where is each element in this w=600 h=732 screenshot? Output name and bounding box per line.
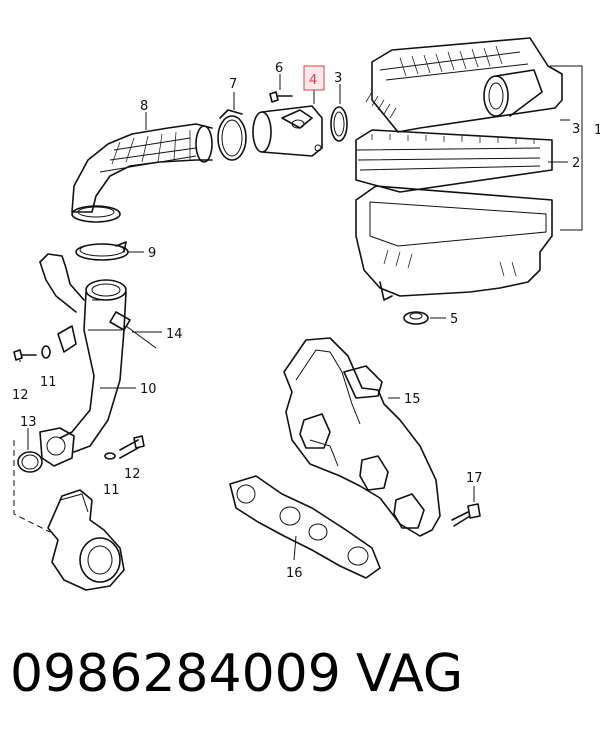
part-number: 0986284009 bbox=[10, 644, 341, 704]
callout-7: 7 bbox=[229, 77, 237, 92]
callout-5: 5 bbox=[450, 312, 458, 327]
callout-6: 6 bbox=[275, 61, 283, 76]
air-filter-element bbox=[355, 129, 553, 193]
exploded-parts-diagram: 1 2 3 3 4 5 6 7 8 9 10 11 11 12 12 13 14… bbox=[12, 37, 600, 591]
bolt-17 bbox=[451, 486, 481, 527]
callout-14: 14 bbox=[166, 327, 183, 342]
leader-lines bbox=[19, 74, 341, 450]
callout-3-assembly: 3 bbox=[572, 122, 580, 137]
group-brackets bbox=[548, 65, 583, 231]
air-filter-housing-lower bbox=[355, 185, 553, 301]
callout-2: 2 bbox=[572, 156, 580, 171]
hose-clamp-7 bbox=[217, 109, 247, 161]
callout-13: 13 bbox=[20, 415, 37, 430]
rubber-grommet bbox=[403, 311, 446, 325]
callout-9: 9 bbox=[148, 246, 156, 261]
callout-17: 17 bbox=[466, 471, 483, 486]
manifold-gasket bbox=[229, 475, 381, 579]
callout-11-left: 11 bbox=[40, 375, 57, 390]
callout-16: 16 bbox=[286, 566, 303, 581]
sensor-14 bbox=[109, 311, 162, 349]
intake-pipe bbox=[39, 253, 136, 453]
callout-12-left: 12 bbox=[12, 388, 29, 403]
part-number-footer: 0986284009 VAG bbox=[0, 634, 600, 714]
seal-ring bbox=[330, 106, 348, 142]
air-mass-meter bbox=[252, 105, 323, 157]
bolt-washer-left bbox=[13, 345, 51, 361]
bolt-6 bbox=[269, 91, 293, 103]
callout-8: 8 bbox=[140, 99, 148, 114]
hose-clamp-9 bbox=[75, 241, 144, 261]
air-filter-housing-lid bbox=[365, 37, 563, 133]
callout-4: 4 bbox=[309, 73, 317, 88]
highlight-box-4 bbox=[303, 65, 325, 91]
intake-hose bbox=[71, 123, 213, 223]
callout-11-lower: 11 bbox=[103, 483, 120, 498]
callout-3-seal: 3 bbox=[334, 71, 342, 86]
intake-manifold bbox=[283, 337, 441, 537]
turbocharger bbox=[13, 440, 125, 591]
callout-1: 1 bbox=[594, 123, 600, 138]
callout-10: 10 bbox=[140, 382, 157, 397]
callout-12-lower: 12 bbox=[124, 467, 141, 482]
brand-name: VAG bbox=[356, 644, 464, 704]
seal-13 bbox=[17, 427, 75, 473]
callout-15: 15 bbox=[404, 392, 421, 407]
bolt-washer-lower bbox=[104, 435, 145, 460]
